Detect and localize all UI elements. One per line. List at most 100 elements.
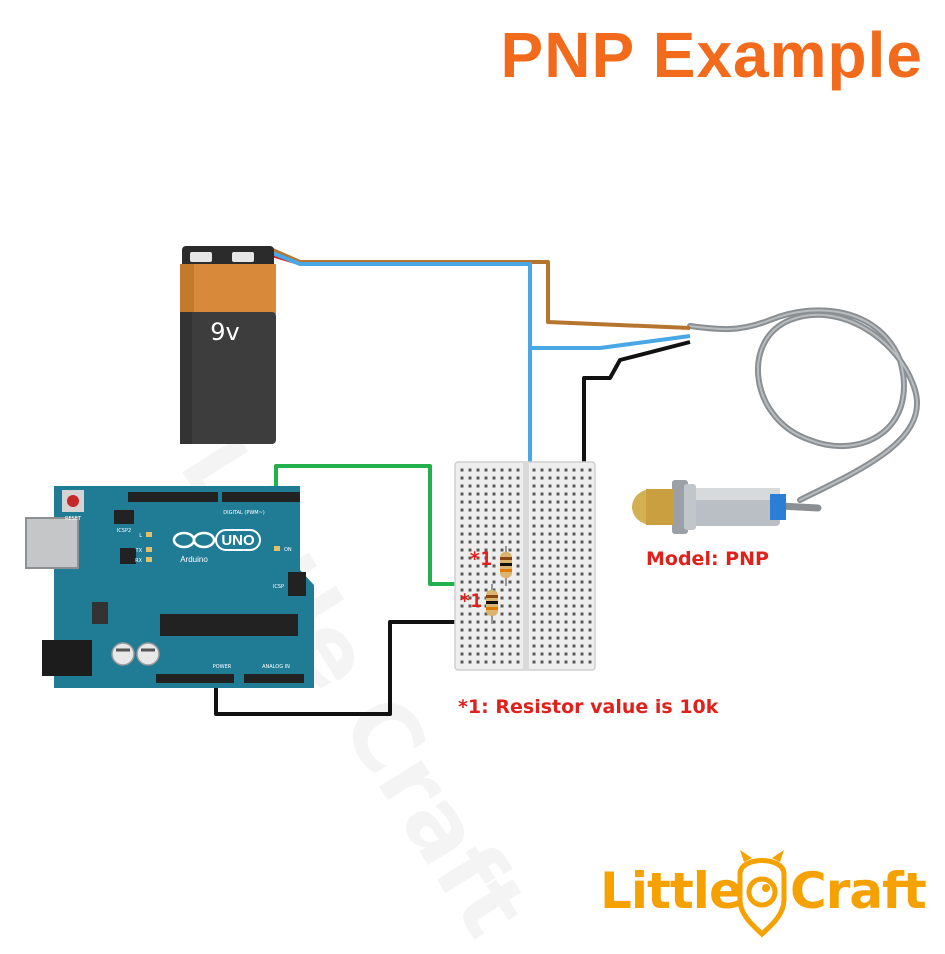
breadboard-hole: [476, 508, 480, 512]
breadboard-hole: [532, 572, 536, 576]
breadboard-hole: [548, 516, 552, 520]
breadboard-hole: [500, 604, 504, 608]
breadboard-hole: [468, 492, 472, 496]
breadboard-hole: [580, 588, 584, 592]
breadboard-hole: [460, 516, 464, 520]
breadboard-hole: [556, 660, 560, 664]
breadboard-hole: [532, 556, 536, 560]
breadboard-hole: [500, 524, 504, 528]
breadboard-hole: [556, 524, 560, 528]
breadboard-hole: [476, 540, 480, 544]
breadboard-hole: [540, 516, 544, 520]
breadboard-hole: [532, 468, 536, 472]
breadboard-hole: [484, 524, 488, 528]
breadboard-hole: [540, 508, 544, 512]
breadboard-hole: [508, 580, 512, 584]
breadboard-hole: [476, 524, 480, 528]
breadboard-hole: [516, 652, 520, 656]
breadboard-hole: [556, 548, 560, 552]
breadboard-hole: [492, 468, 496, 472]
breadboard-hole: [580, 564, 584, 568]
breadboard-hole: [516, 572, 520, 576]
breadboard-hole: [588, 500, 592, 504]
breadboard-hole: [532, 644, 536, 648]
breadboard-hole: [572, 636, 576, 640]
breadboard-hole: [468, 660, 472, 664]
breadboard-hole: [484, 492, 488, 496]
breadboard-hole: [460, 620, 464, 624]
breadboard-hole: [580, 628, 584, 632]
arduino-uno-board: [25, 486, 314, 688]
breadboard-hole: [492, 484, 496, 488]
breadboard-hole: [460, 660, 464, 664]
led-label-rx: RX: [135, 558, 142, 564]
breadboard-hole: [516, 620, 520, 624]
breadboard-hole: [460, 468, 464, 472]
breadboard-hole: [532, 596, 536, 600]
breadboard-hole: [588, 588, 592, 592]
breadboard-hole: [484, 532, 488, 536]
breadboard-hole: [492, 508, 496, 512]
breadboard-hole: [492, 492, 496, 496]
breadboard-hole: [484, 652, 488, 656]
breadboard-hole: [468, 500, 472, 504]
breadboard-hole: [540, 532, 544, 536]
resistor-tag-2: *1: [459, 590, 482, 612]
breadboard-hole: [532, 636, 536, 640]
breadboard-hole: [540, 548, 544, 552]
breadboard-hole: [540, 476, 544, 480]
breadboard-hole: [532, 628, 536, 632]
breadboard-hole: [484, 500, 488, 504]
breadboard-hole: [548, 652, 552, 656]
breadboard-hole: [532, 492, 536, 496]
breadboard-hole: [508, 604, 512, 608]
breadboard-hole: [572, 484, 576, 488]
breadboard-hole: [484, 660, 488, 664]
arduino-logo-text: UNO: [221, 532, 255, 549]
breadboard-hole: [484, 644, 488, 648]
breadboard-hole: [500, 636, 504, 640]
breadboard-hole: [556, 500, 560, 504]
breadboard-hole: [460, 628, 464, 632]
breadboard-hole: [556, 476, 560, 480]
breadboard-hole: [500, 652, 504, 656]
breadboard-hole: [556, 652, 560, 656]
breadboard-hole: [460, 532, 464, 536]
breadboard-hole: [516, 540, 520, 544]
breadboard-hole: [588, 644, 592, 648]
breadboard-hole: [532, 564, 536, 568]
breadboard-hole: [508, 596, 512, 600]
power-label: POWER: [213, 664, 232, 670]
breadboard-hole: [484, 588, 488, 592]
breadboard-hole: [492, 580, 496, 584]
breadboard-hole: [492, 660, 496, 664]
breadboard-hole: [516, 476, 520, 480]
breadboard-hole: [468, 644, 472, 648]
breadboard-hole: [460, 564, 464, 568]
breadboard-hole: [580, 468, 584, 472]
breadboard-hole: [588, 604, 592, 608]
breadboard-hole: [460, 612, 464, 616]
breadboard-hole: [476, 580, 480, 584]
breadboard-hole: [580, 500, 584, 504]
breadboard-hole: [516, 532, 520, 536]
breadboard-hole: [460, 636, 464, 640]
reset-label: RESET: [65, 516, 82, 522]
breadboard-hole: [548, 476, 552, 480]
breadboard-hole: [484, 476, 488, 480]
breadboard-hole: [548, 508, 552, 512]
breadboard-hole: [500, 540, 504, 544]
breadboard-hole: [532, 652, 536, 656]
breadboard-hole: [476, 652, 480, 656]
breadboard-hole: [564, 628, 568, 632]
arduino-brand-text: Arduino: [180, 555, 208, 564]
breadboard-hole: [540, 660, 544, 664]
breadboard-hole: [588, 556, 592, 560]
breadboard-hole: [588, 468, 592, 472]
breadboard-hole: [564, 580, 568, 584]
breadboard-hole: [572, 516, 576, 520]
breadboard-hole: [540, 652, 544, 656]
battery-9v: [180, 246, 276, 444]
breadboard-hole: [572, 660, 576, 664]
